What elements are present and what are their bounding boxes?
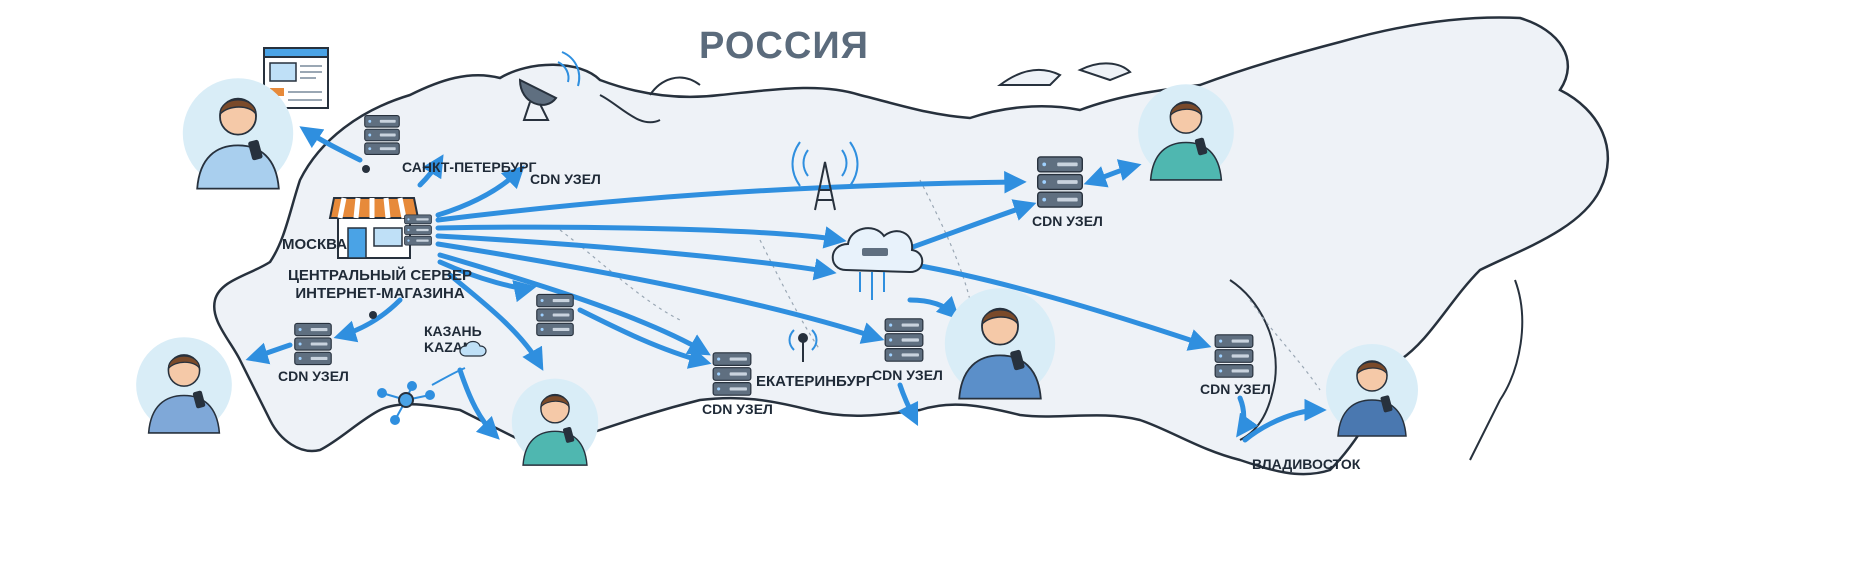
label-cdn-west: CDN УЗЕЛ [278, 368, 349, 384]
satellite-dish-icon [518, 51, 581, 121]
server-rack-icon [294, 322, 332, 366]
server-rack-icon [404, 214, 432, 246]
central-server [328, 197, 432, 259]
label-spb: САНКТ-ПЕТЕРБУРГ [402, 159, 536, 175]
server-rack-icon [712, 352, 752, 396]
labels: САНКТ-ПЕТЕРБУРГ CDN УЗЕЛ МОСКВА ЦЕНТРАЛЬ… [278, 159, 1361, 472]
label-cdn-far-east: CDN УЗЕЛ [1200, 381, 1271, 397]
wifi-signal-icon [788, 329, 818, 362]
label-cdn-ekb: CDN УЗЕЛ [702, 401, 773, 417]
label-cdn-siberia: CDN УЗЕЛ [872, 367, 943, 383]
cdn-nodes [294, 114, 1254, 396]
label-ekb: ЕКАТЕРИНБУРГ [756, 373, 875, 390]
kazan-cloud-icon [459, 340, 487, 357]
server-rack-icon [536, 293, 574, 337]
server-rack-icon [1036, 156, 1084, 208]
user-with-phone-icon [943, 287, 1057, 400]
server-rack-icon [364, 114, 400, 156]
cell-tower-icon [791, 141, 859, 211]
server-rack-icon [1214, 334, 1254, 378]
network-node-icon [377, 367, 466, 425]
user-with-phone-icon [135, 336, 233, 434]
label-moscow: МОСКВА [282, 236, 347, 253]
storefront-icon [328, 197, 420, 259]
label-vladivostok: ВЛАДИВОСТОК [1252, 456, 1361, 472]
server-rack-icon [884, 318, 924, 362]
label-cdn-spb: CDN УЗЕЛ [530, 171, 601, 187]
label-cdn-east: CDN УЗЕЛ [1032, 213, 1103, 229]
user-with-phone-icon [1137, 83, 1235, 181]
user-with-phone-icon [1325, 343, 1419, 437]
user-with-phone-icon [511, 377, 599, 466]
cloud-icon [831, 227, 924, 300]
label-central-line1: ЦЕНТРАЛЬНЫЙ СЕРВЕР [288, 266, 472, 284]
user-with-phone-icon [181, 77, 295, 190]
label-kazan-ru: КАЗАНЬ [424, 323, 482, 339]
data-flow-arrows [245, 126, 1327, 443]
label-central-line2: ИНТЕРНЕТ-МАГАЗИНА [295, 285, 465, 302]
map-title: РОССИЯ [699, 25, 869, 67]
